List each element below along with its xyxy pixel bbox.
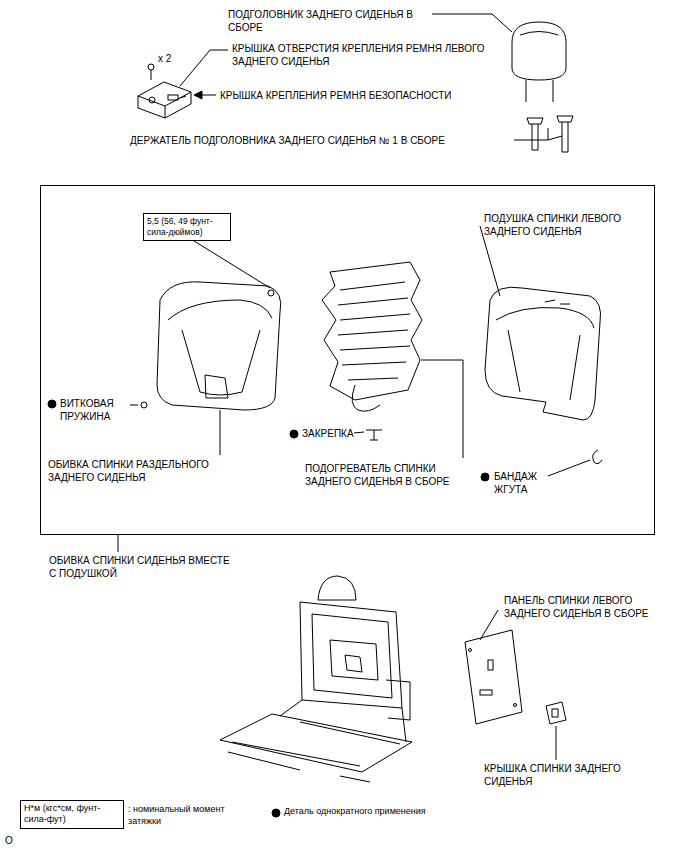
- group-caption: ОБИВКА СПИНКИ СИДЕНЬЯ ВМЕСТЕ С ПОДУШКОЙ: [49, 554, 239, 580]
- leader-line: [548, 128, 549, 140]
- holder-drawing: [527, 116, 573, 152]
- screw-drawing: [148, 64, 154, 80]
- part-name: ЗАКРЕПКА: [302, 427, 362, 440]
- spring-drawing: [130, 402, 147, 408]
- headrest-drawing: [512, 22, 566, 102]
- leader-line: [354, 432, 364, 433]
- torque-value: 5,5 (56, 49 фунт-сила-дюймов): [147, 216, 227, 237]
- heater-drawing: [322, 262, 422, 411]
- clip-drawing: [366, 430, 382, 440]
- part-name: ОБИВКА СПИНКИ РАЗДЕЛЬНОГО ЗАДНЕГО СИДЕНЬ…: [48, 458, 234, 484]
- leader-line: [432, 14, 492, 15]
- arrow-head: [194, 91, 202, 99]
- one-time-bullet: [481, 473, 489, 481]
- part-name: ВИТКОВАЯ ПРУЖИНА: [60, 397, 150, 423]
- leader-line: [186, 236, 270, 288]
- part-name: ПАНЕЛЬ СПИНКИ ЛЕВОГО ЗАДНЕГО СИДЕНЬЯ В С…: [504, 594, 680, 620]
- back-panel-drawing: [465, 630, 522, 724]
- leader-line: [421, 360, 463, 458]
- legend-text: Деталь однократного применения: [284, 806, 514, 818]
- legend-text: : номинальный момент затяжки: [128, 804, 258, 827]
- part-name: ПОДУШКА СПИНКИ ЛЕВОГО ЗАДНЕГО СИДЕНЬЯ: [484, 212, 654, 238]
- torque-legend-box: Н*м (кгс*см, фунт-сила-фут): [20, 800, 124, 829]
- seat-frame-drawing: [220, 576, 412, 782]
- back-cover-drawing: [546, 702, 566, 724]
- one-time-bullet: [48, 400, 56, 408]
- part-name: БАНДАЖ ЖГУТА: [494, 470, 546, 496]
- part-name: КРЫШКА ОТВЕРСТИЯ КРЕПЛЕНИЯ РЕМНЯ ЛЕВОГО …: [232, 42, 492, 68]
- torque-box: 5,5 (56, 49 фунт-сила-дюймов): [143, 213, 231, 241]
- leader-line: [548, 136, 562, 140]
- part-name: ПОДОГРЕВАТЕЛЬ СПИНКИ ЗАДНЕГО СИДЕНЬЯ В С…: [305, 462, 461, 488]
- part-name: ДЕРЖАТЕЛЬ ПОДГОЛОВНИКА ЗАДНЕГО СИДЕНЬЯ №…: [130, 134, 512, 147]
- cushion-drawing: [485, 287, 601, 420]
- part-name: КРЫШКА КРЕПЛЕНИЯ РЕМНЯ БЕЗОПАСНОСТИ: [220, 89, 480, 102]
- legend-bullet: [272, 809, 280, 817]
- figure-id: O: [5, 834, 25, 847]
- seatback-cover-drawing: [157, 282, 281, 410]
- harness-band-drawing: [593, 450, 602, 464]
- leader-line: [556, 726, 557, 760]
- leader-line: [514, 140, 548, 141]
- torque-value: Н*м (кгс*см, фунт-сила-фут): [24, 803, 120, 826]
- part-name: ПОДГОЛОВНИК ЗАДНЕГО СИДЕНЬЯ В СБОРЕ: [228, 8, 438, 34]
- leader-line: [180, 50, 210, 86]
- leader-line: [220, 410, 221, 455]
- leader-line: [548, 460, 590, 476]
- belt-cover-drawing: [138, 82, 191, 118]
- leader-line: [118, 535, 119, 552]
- part-name: КРЫШКА СПИНКИ ЗАДНЕГО СИДЕНЬЯ: [484, 762, 634, 788]
- one-time-bullet: [290, 430, 298, 438]
- leader-line: [492, 14, 512, 32]
- leader-line: [480, 610, 498, 640]
- quantity: x 2: [158, 52, 188, 65]
- leader-line: [210, 50, 228, 51]
